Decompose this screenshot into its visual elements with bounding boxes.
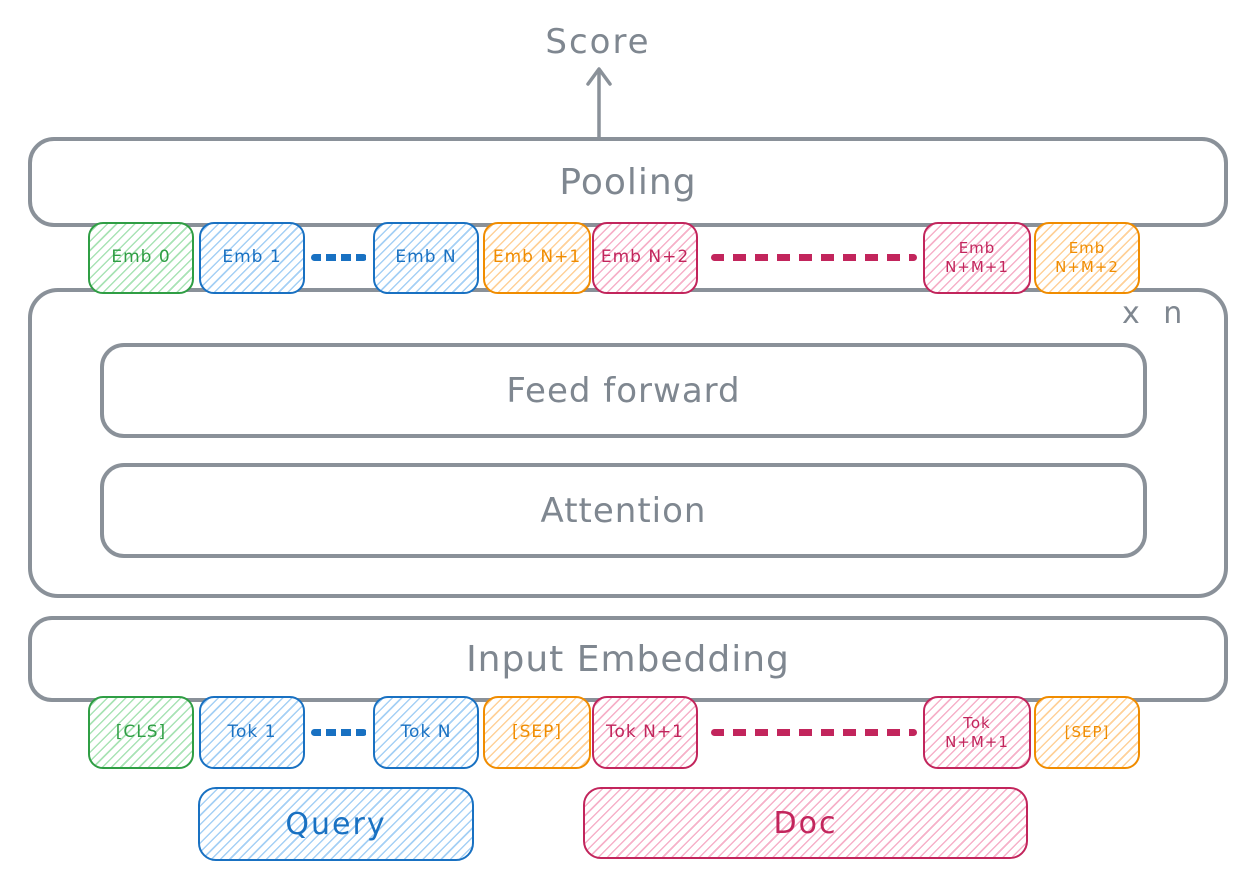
doc-box: Doc [583, 787, 1028, 859]
tok-chip-sep-1: [SEP] [483, 696, 591, 769]
tok-chip-nm1: Tok N+M+1 [923, 696, 1031, 769]
tok-chip-1: Tok 1 [199, 696, 305, 769]
tok-chip-n1: Tok N+1 [592, 696, 698, 769]
ellipsis-blue-emb [311, 254, 367, 261]
doc-label: Doc [773, 805, 838, 841]
emb-chip-n1: Emb N+1 [483, 222, 591, 294]
ellipsis-red-tok [711, 729, 917, 736]
emb-chip-nm1: Emb N+M+1 [923, 222, 1031, 294]
input-embedding-box: Input Embedding [28, 616, 1228, 702]
emb-chip-n: Emb N [373, 222, 479, 294]
tok-chip-cls: [CLS] [88, 696, 194, 769]
attention-label: Attention [540, 490, 707, 531]
emb-chip-n2: Emb N+2 [592, 222, 698, 294]
query-box: Query [198, 787, 474, 861]
emb-chip-1: Emb 1 [199, 222, 305, 294]
ellipsis-red-emb [711, 254, 917, 261]
emb-chip-nm2: Emb N+M+2 [1034, 222, 1140, 294]
pooling-label: Pooling [559, 161, 697, 203]
score-arrow-up-icon [586, 67, 612, 140]
feed-forward-label: Feed forward [506, 370, 741, 411]
score-label: Score [545, 22, 651, 62]
attention-box: Attention [100, 463, 1147, 558]
tok-chip-sep-2: [SEP] [1034, 696, 1140, 769]
input-embedding-label: Input Embedding [466, 638, 790, 680]
feed-forward-box: Feed forward [100, 343, 1147, 438]
emb-chip-0: Emb 0 [88, 222, 194, 294]
pooling-box: Pooling [28, 137, 1228, 227]
ellipsis-blue-tok [311, 729, 367, 736]
repeat-count-label: x n [1122, 296, 1183, 331]
tok-chip-n: Tok N [373, 696, 479, 769]
query-label: Query [285, 806, 387, 842]
